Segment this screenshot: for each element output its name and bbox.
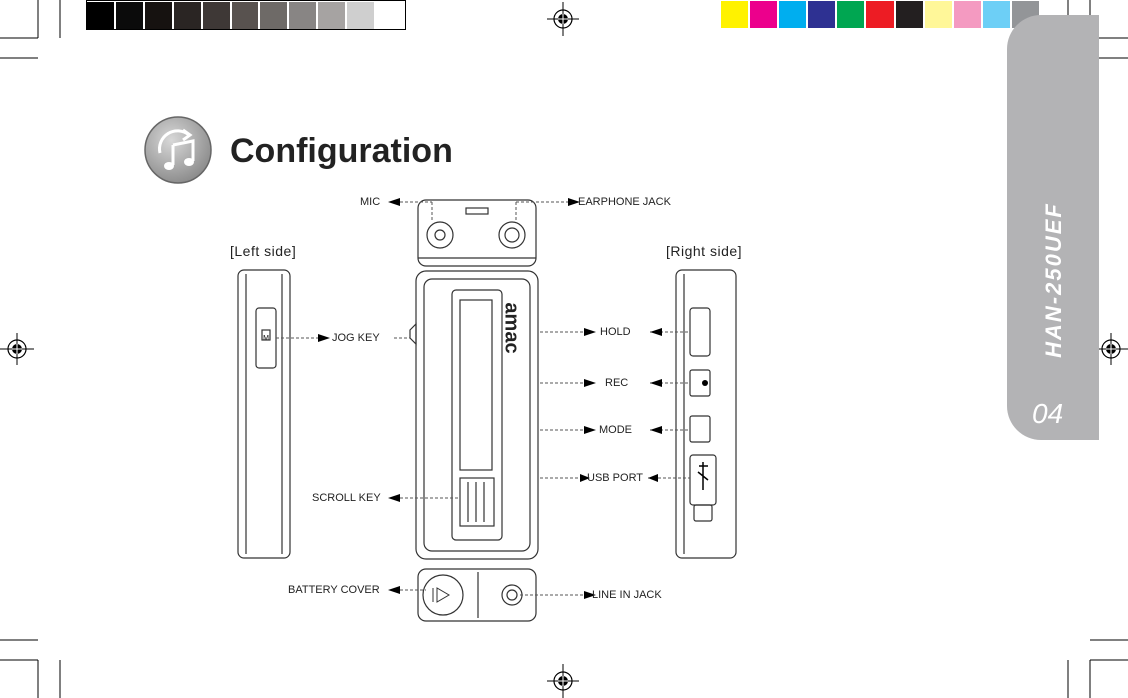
color-swatch — [318, 2, 346, 29]
label-usb-port: USB PORT — [587, 472, 644, 484]
color-swatch — [895, 1, 923, 28]
color-swatch — [144, 2, 172, 29]
color-swatch — [982, 1, 1010, 28]
label-hold: HOLD — [600, 326, 631, 338]
gray-color-bar — [86, 0, 406, 30]
color-swatch — [173, 2, 201, 29]
color-swatch — [231, 2, 259, 29]
page-title: Configuration — [230, 132, 453, 170]
front-view — [409, 270, 539, 560]
top-view — [417, 199, 537, 267]
color-swatch — [260, 2, 288, 29]
registration-mark-right-icon — [1094, 333, 1128, 365]
color-swatch — [866, 1, 894, 28]
color-swatch — [115, 2, 143, 29]
brand-logo: amac — [500, 302, 523, 354]
label-line-in-jack: LINE IN JACK — [592, 589, 662, 601]
color-swatch — [376, 2, 403, 29]
label-scroll-key: SCROLL KEY — [312, 492, 381, 504]
color-swatch — [924, 1, 952, 28]
label-mode: MODE — [599, 424, 632, 436]
left-side-view — [237, 269, 291, 559]
process-color-bar — [721, 0, 1041, 30]
registration-mark-left-icon — [0, 333, 34, 365]
svg-text:M: M — [263, 335, 269, 342]
color-swatch — [289, 2, 317, 29]
label-earphone-jack: EARPHONE JACK — [578, 196, 671, 208]
right-side-view — [675, 269, 737, 559]
color-swatch — [721, 1, 749, 28]
color-swatch — [202, 2, 230, 29]
label-rec: REC — [605, 377, 629, 389]
color-swatch — [837, 1, 865, 28]
side-tab — [1007, 15, 1099, 440]
registration-mark-top-icon — [547, 2, 579, 36]
label-jog-key: JOG KEY — [332, 332, 380, 344]
color-swatch — [953, 1, 981, 28]
color-swatch — [750, 1, 778, 28]
page-number: 04 — [1032, 398, 1064, 429]
registration-mark-bottom-icon — [547, 664, 579, 698]
color-swatch — [779, 1, 807, 28]
right-side-label: [Right side] — [666, 243, 743, 259]
color-swatch — [808, 1, 836, 28]
label-mic: MIC — [360, 196, 381, 208]
label-battery-cover: BATTERY COVER — [288, 584, 380, 596]
left-side-label: [Left side] — [230, 243, 297, 259]
color-swatch — [347, 2, 375, 29]
bottom-view — [417, 568, 537, 622]
music-note-icon — [144, 116, 212, 184]
color-swatch — [87, 2, 114, 29]
